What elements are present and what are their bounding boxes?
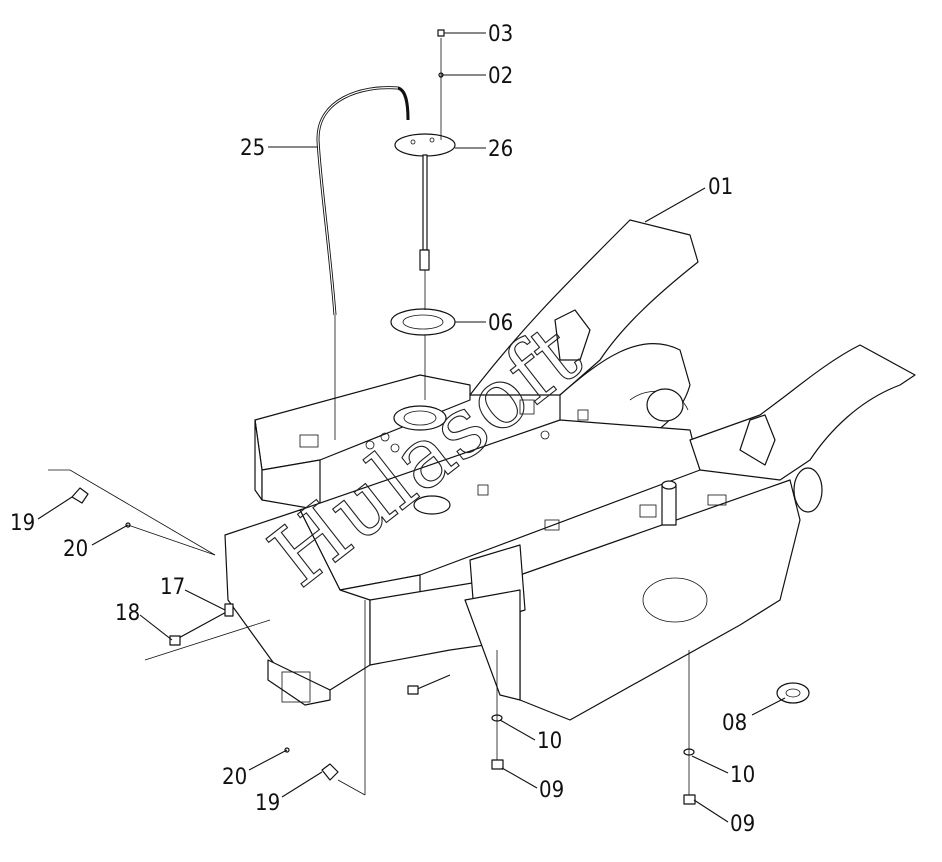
callout-17: 17	[160, 575, 185, 600]
callout-01: 01	[708, 175, 733, 200]
callout-25: 25	[240, 136, 265, 161]
hose-part-25	[316, 86, 410, 316]
callout-19-lower: 19	[255, 791, 280, 816]
assembly-lines	[127, 38, 690, 796]
callout-10-left: 10	[537, 729, 562, 754]
callout-02: 02	[488, 64, 513, 89]
leader-lines	[37, 32, 786, 823]
callout-20-lower: 20	[222, 765, 247, 790]
callout-19-upper: 19	[10, 511, 35, 536]
callout-18: 18	[115, 601, 140, 626]
callout-10-right: 10	[730, 763, 755, 788]
callout-06: 06	[488, 311, 513, 336]
callout-26: 26	[488, 137, 513, 162]
callout-03: 03	[488, 22, 513, 47]
callout-08: 08	[722, 711, 747, 736]
gasket-part-06	[390, 308, 456, 336]
flange-plate-part-26	[394, 133, 456, 271]
callout-labels: 03 02 25 26 01 06 19 20 17 18 08 10 10 0…	[10, 22, 755, 837]
callout-09-left: 09	[539, 778, 564, 803]
small-hardware-parts	[71, 29, 696, 805]
main-frame-part	[48, 219, 916, 721]
callout-20-upper: 20	[63, 537, 88, 562]
callout-09-right: 09	[730, 812, 755, 837]
